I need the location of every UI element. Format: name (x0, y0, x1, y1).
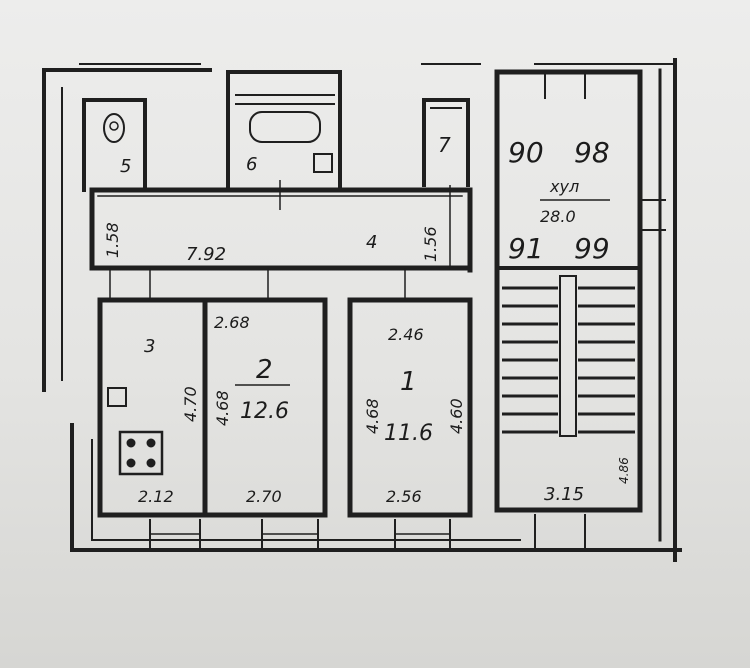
corridor-width-left: 1.58 (103, 222, 122, 258)
bathtub-icon (249, 111, 321, 143)
kitchen-sink-icon (107, 387, 127, 407)
room-1-number: 1 (400, 367, 417, 397)
apt-number-91: 91 (508, 232, 544, 265)
corridor-length: 7.92 (186, 244, 226, 265)
fixtures (103, 111, 333, 476)
stairwell-side-dimension: 4.86 (617, 457, 631, 484)
stairwell-area: 28.0 (540, 207, 576, 226)
sink-icon (313, 153, 333, 173)
room-1-length-left: 4.68 (363, 398, 382, 434)
walls (42, 58, 682, 562)
room-2-width-bottom: 2.70 (246, 487, 282, 506)
room-4-number: 4 (366, 232, 377, 253)
room-3-number: 3 (144, 336, 155, 357)
stairwell-width: 3.15 (544, 484, 584, 505)
stairwell-label: хул (549, 177, 579, 196)
corridor-width-right: 1.56 (421, 226, 440, 262)
apt-number-99: 99 (574, 232, 610, 265)
room-1-area: 11.6 (384, 421, 433, 446)
apt-number-98: 98 (574, 136, 610, 169)
room-1-length-right: 4.60 (447, 398, 466, 434)
room-3-length: 4.70 (181, 386, 200, 422)
room-3-width-bottom: 2.12 (138, 487, 174, 506)
apt-number-90: 90 (508, 136, 544, 169)
stove-icon (118, 430, 164, 476)
room-1-width-top: 2.46 (388, 325, 424, 344)
labels: 5 6 7 1.58 7.92 4 1.56 3 4.70 2.12 2.68 … (103, 133, 631, 506)
room-2-area: 12.6 (240, 399, 289, 424)
room-6-number: 6 (246, 154, 257, 175)
room-2-number: 2 (256, 355, 273, 385)
room-2-width-top: 2.68 (214, 313, 250, 332)
stairs (502, 275, 635, 437)
room-2-length: 4.68 (213, 390, 232, 426)
dimension-lines (109, 180, 610, 386)
room-5-number: 5 (120, 156, 131, 177)
room-1-width-bottom: 2.56 (386, 487, 422, 506)
room-7-number: 7 (438, 133, 451, 157)
toilet-icon (103, 113, 125, 143)
